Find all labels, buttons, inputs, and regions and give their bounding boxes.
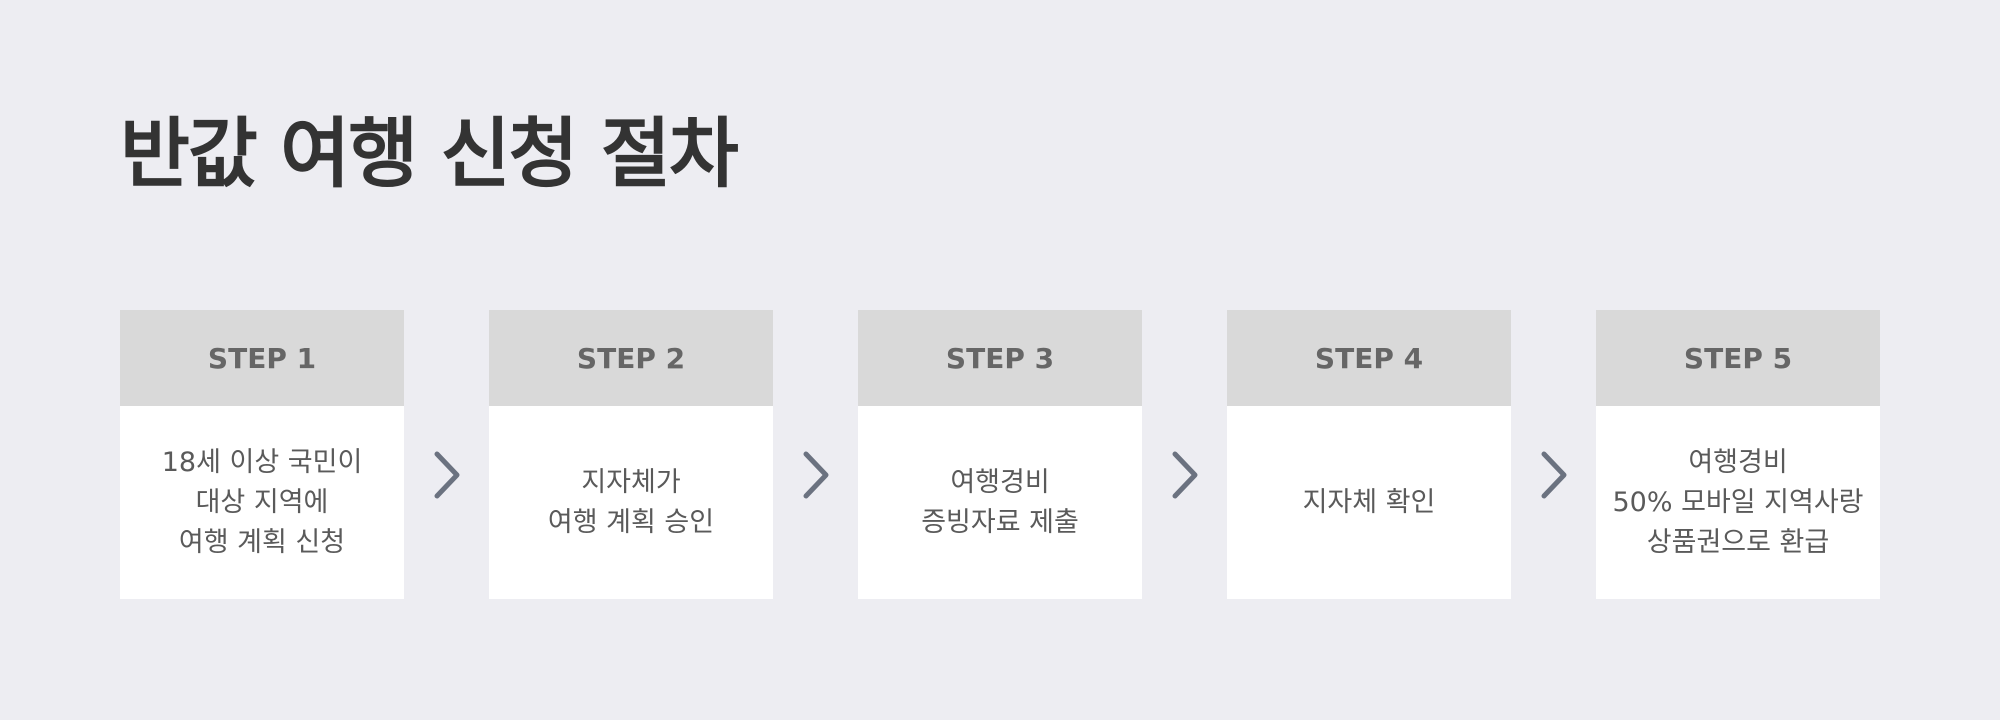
step-label: STEP 2 bbox=[489, 310, 773, 406]
step-description: 여행경비 증빙자료 제출 bbox=[921, 466, 1079, 538]
chevron-right-icon bbox=[773, 310, 858, 599]
step-card-4: STEP 4 지자체 확인 bbox=[1227, 310, 1511, 599]
step-card-1: STEP 1 18세 이상 국민이 대상 지역에 여행 계획 신청 bbox=[120, 310, 404, 599]
chevron-right-icon bbox=[404, 310, 489, 599]
chevron-right-icon bbox=[1142, 310, 1227, 599]
step-description: 여행경비 50% 모바일 지역사랑 상품권으로 환급 bbox=[1612, 446, 1864, 558]
step-label: STEP 5 bbox=[1596, 310, 1880, 406]
step-label: STEP 1 bbox=[120, 310, 404, 406]
step-card-5: STEP 5 여행경비 50% 모바일 지역사랑 상품권으로 환급 bbox=[1596, 310, 1880, 599]
step-label: STEP 3 bbox=[858, 310, 1142, 406]
chevron-right-icon bbox=[1511, 310, 1596, 599]
step-description: 지자체가 여행 계획 승인 bbox=[547, 466, 715, 538]
step-description: 지자체 확인 bbox=[1302, 486, 1436, 518]
step-card-2: STEP 2 지자체가 여행 계획 승인 bbox=[489, 310, 773, 599]
step-card-3: STEP 3 여행경비 증빙자료 제출 bbox=[858, 310, 1142, 599]
step-label: STEP 4 bbox=[1227, 310, 1511, 406]
process-steps: STEP 1 18세 이상 국민이 대상 지역에 여행 계획 신청 STEP 2… bbox=[120, 310, 1880, 599]
step-description: 18세 이상 국민이 대상 지역에 여행 계획 신청 bbox=[161, 446, 363, 558]
page-title: 반값 여행 신청 절차 bbox=[120, 109, 739, 198]
